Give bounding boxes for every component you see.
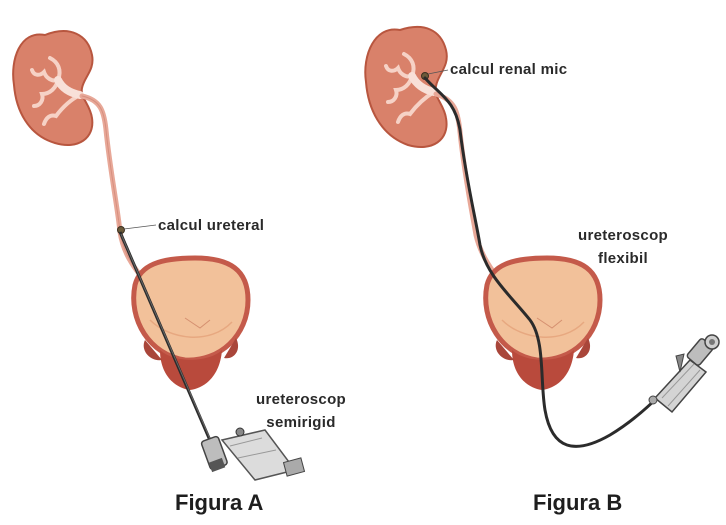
label-calcul-ureteral: calcul ureteral — [158, 218, 264, 235]
bladder-a — [134, 258, 248, 390]
label-ureteroscop-semirigid-line2: semirigid — [256, 415, 346, 432]
kidney-a — [13, 31, 92, 145]
label-ureteroscop-semirigid: ureteroscop semirigid — [256, 392, 346, 431]
caption-figure-b: Figura B — [533, 490, 622, 516]
label-ureteroscop-flexibil: ureteroscop flexibil — [578, 228, 668, 267]
label-ureteroscop-semirigid-line1: ureteroscop — [256, 392, 346, 409]
label-ureteroscop-flexibil-line2: flexibil — [578, 251, 668, 268]
label-ureteroscop-flexibil-line1: ureteroscop — [578, 228, 668, 245]
caption-figure-a: Figura A — [175, 490, 263, 516]
label-calcul-renal-mic: calcul renal mic — [450, 62, 567, 79]
